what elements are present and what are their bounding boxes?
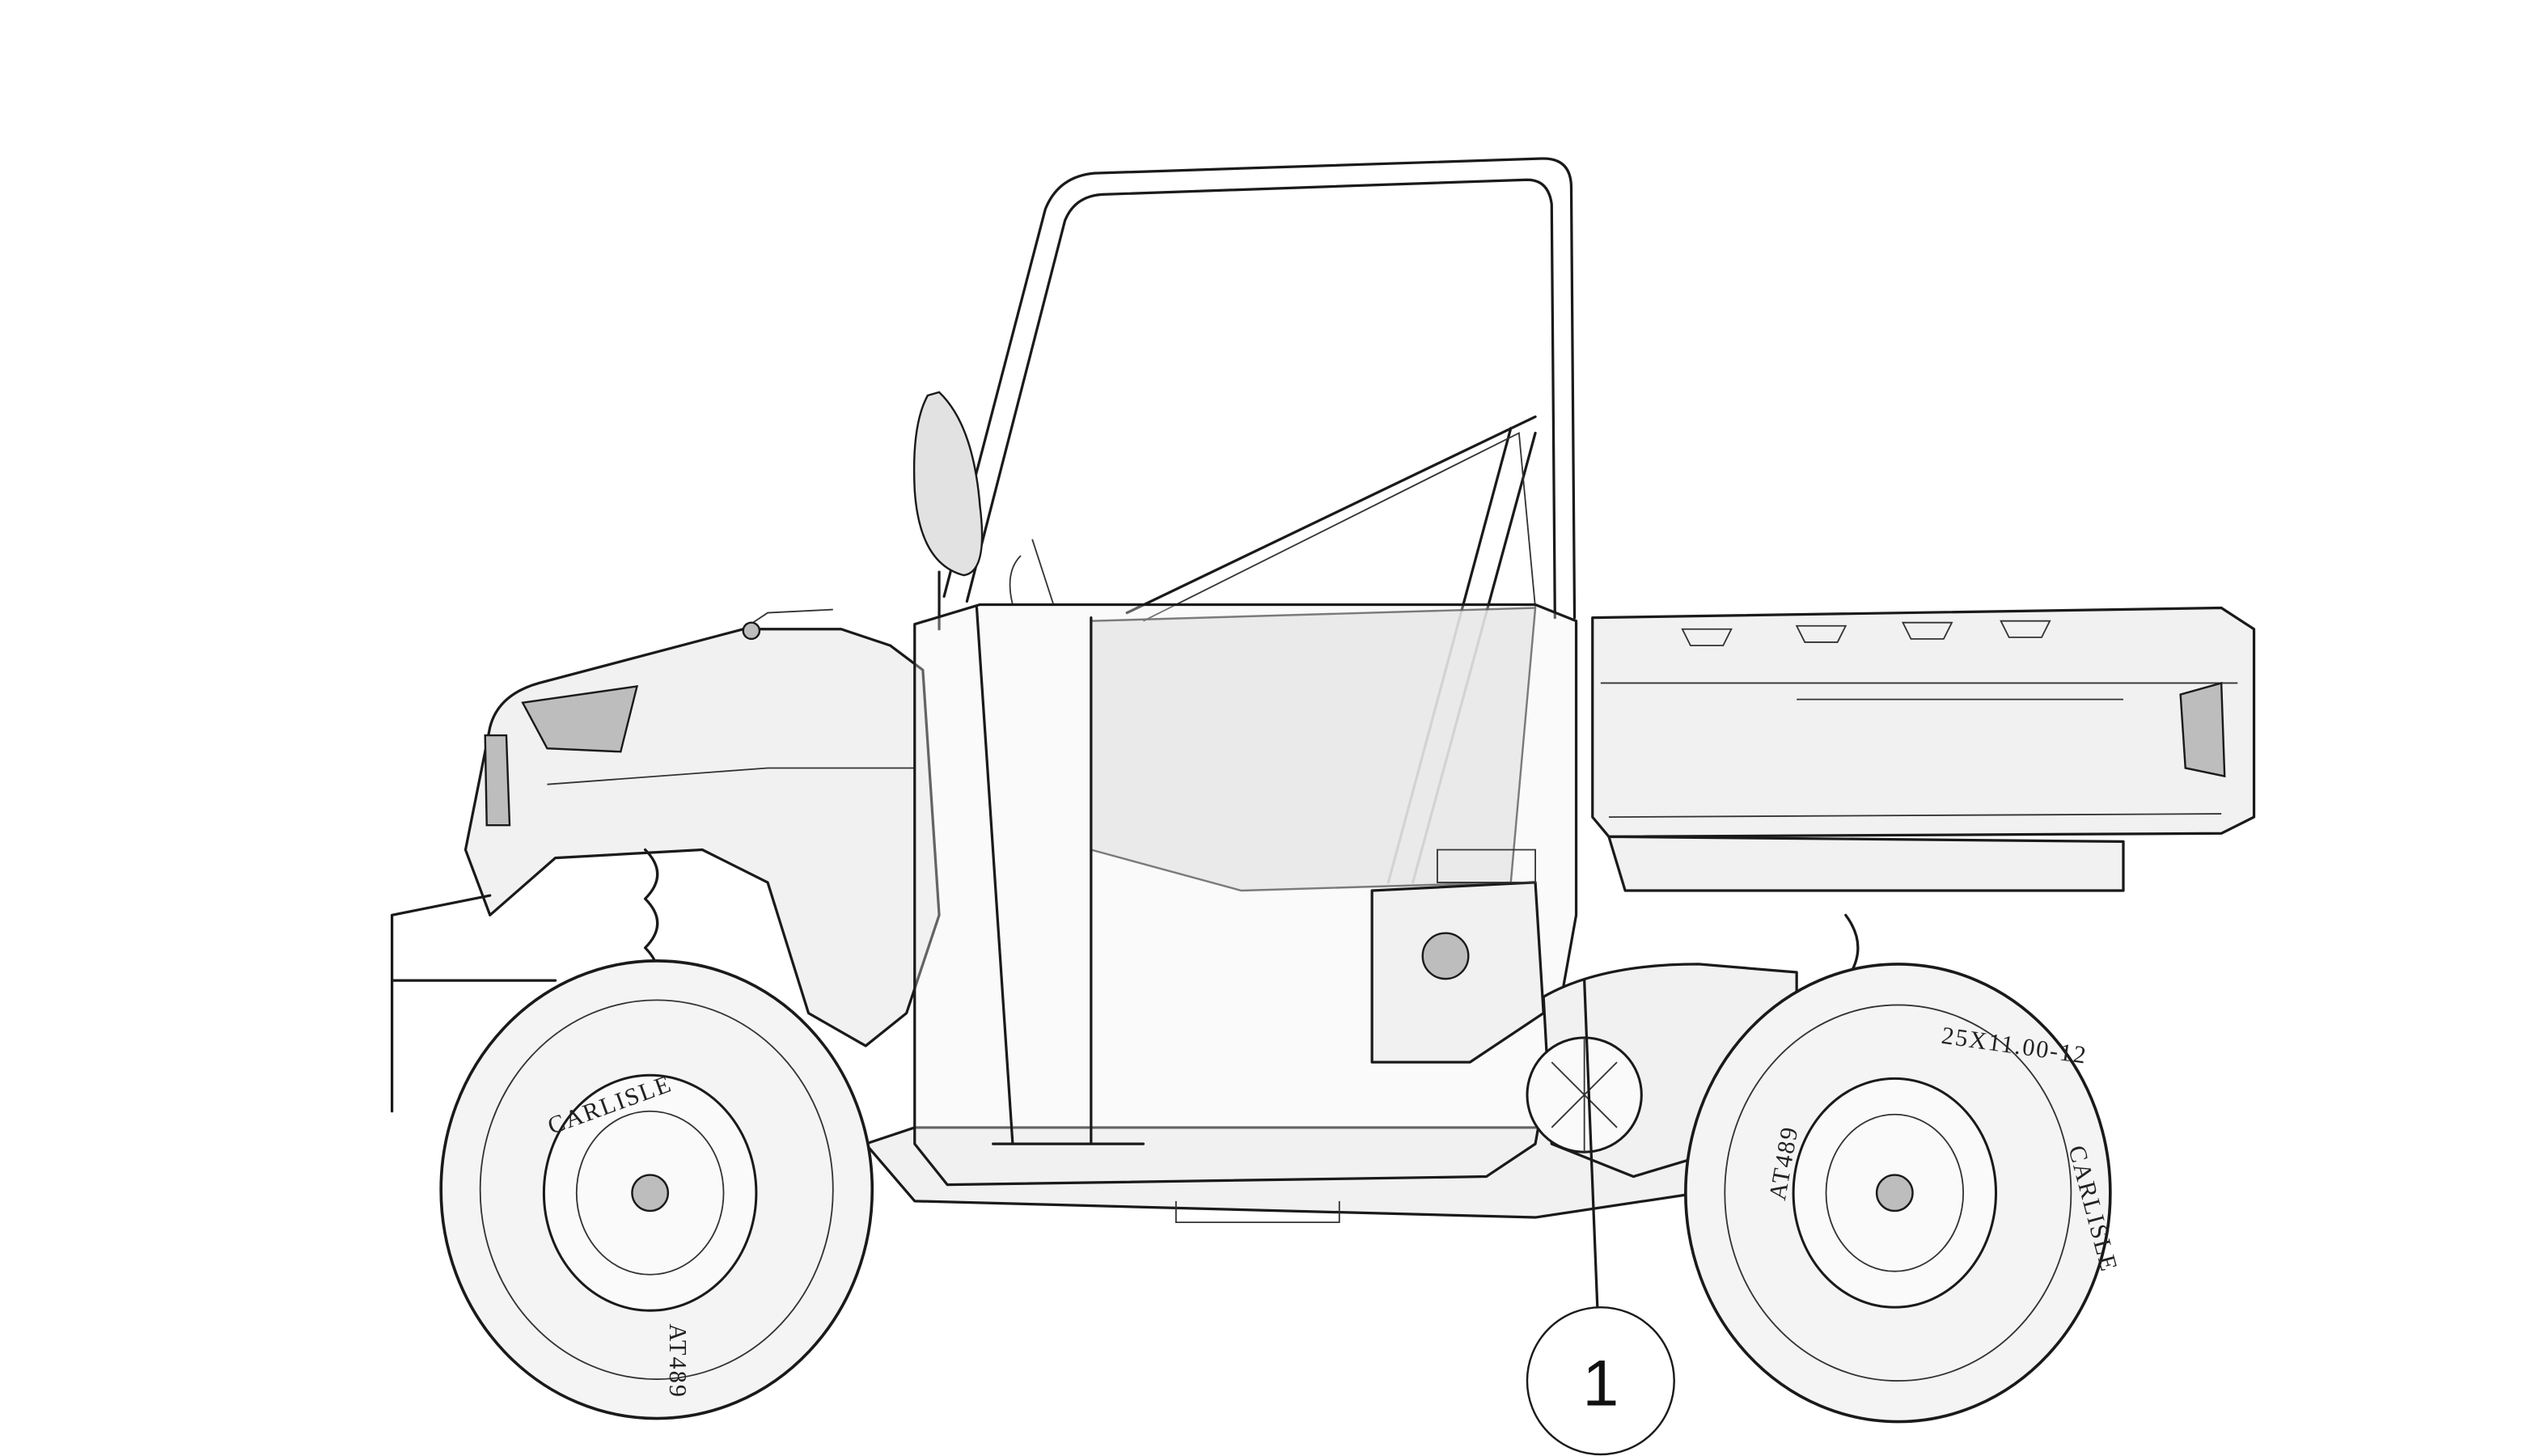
callout-circle bbox=[1526, 1306, 1675, 1456]
rear-wheel: 25X11.00-12 CARLISLE AT489 bbox=[1684, 963, 2123, 1424]
front-wheel: CARLISLE AT489 bbox=[439, 959, 874, 1420]
callout-1: 1 bbox=[1526, 979, 1675, 1456]
cargo-bed bbox=[1591, 606, 2256, 892]
tire-model-text: AT489 bbox=[664, 1323, 692, 1399]
side-mirror bbox=[912, 391, 984, 631]
door-window bbox=[1090, 431, 1537, 892]
callout-leader-line bbox=[1583, 979, 1599, 1309]
front-bumper bbox=[390, 848, 659, 1113]
door bbox=[913, 603, 1578, 1187]
front-body bbox=[463, 608, 941, 1048]
callout-number: 1 bbox=[1582, 1347, 1619, 1420]
